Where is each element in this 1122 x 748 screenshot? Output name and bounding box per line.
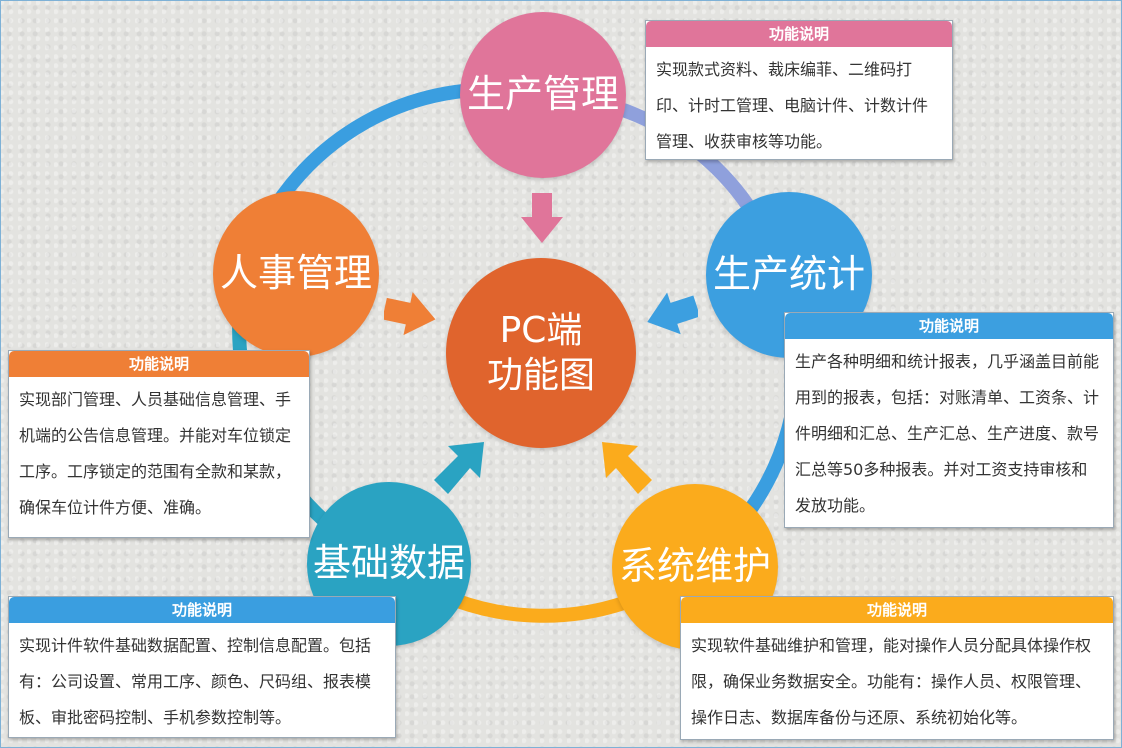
arrow-right [647, 292, 698, 335]
label-production-stats: 生产统计 [712, 252, 865, 297]
info-box-basic-data: 功能说明 实现计件软件基础数据配置、控制信息配置。包括有：公司设置、常用工序、颜… [8, 596, 396, 738]
arrow-bottom-right [602, 442, 652, 494]
info-box-title: 功能说明 [681, 597, 1113, 623]
center-title-line2: 功能图 [486, 355, 595, 396]
info-box-title: 功能说明 [9, 351, 309, 377]
label-basic-data: 基础数据 [312, 541, 465, 586]
arrow-bottom-left [434, 442, 484, 494]
center-title-line1: PC端 [499, 310, 583, 351]
arrow-left [384, 292, 436, 336]
info-box-text: 实现款式资料、裁床编菲、二维码打印、计时工管理、电脑计件、计数计件管理、收获审核… [656, 60, 929, 151]
circle-center: PC端 功能图 [446, 258, 636, 448]
arrow-top [521, 193, 563, 243]
info-box-production-stats: 功能说明 生产各种明细和统计报表，几乎涵盖目前能用到的报表，包括：对账清单、工资… [784, 312, 1114, 528]
label-production-mgmt: 生产管理 [466, 72, 619, 117]
info-box-title: 功能说明 [785, 313, 1113, 339]
info-box-hr-mgmt: 功能说明 实现部门管理、人员基础信息管理、手机端的公告信息管理。并能对车位锁定工… [8, 350, 310, 538]
label-system-maint: 系统维护 [618, 544, 771, 589]
info-box-text: 实现软件基础维护和管理，能对操作人员分配具体操作权限，确保业务数据安全。功能有：… [691, 636, 1092, 727]
info-box-title: 功能说明 [9, 597, 395, 623]
circle-hr-mgmt: 人事管理 [213, 191, 379, 357]
info-box-system-maint: 功能说明 实现软件基础维护和管理，能对操作人员分配具体操作权限，确保业务数据安全… [680, 596, 1114, 740]
info-box-text: 生产各种明细和统计报表，几乎涵盖目前能用到的报表，包括：对账清单、工资条、计件明… [795, 352, 1100, 515]
info-box-text: 实现计件软件基础数据配置、控制信息配置。包括有：公司设置、常用工序、颜色、尺码组… [19, 636, 372, 727]
info-box-title: 功能说明 [646, 21, 952, 47]
info-box-text: 实现部门管理、人员基础信息管理、手机端的公告信息管理。并能对车位锁定工序。工序锁… [19, 390, 292, 517]
circle-production-mgmt: 生产管理 [460, 12, 626, 178]
info-box-production-mgmt: 功能说明 实现款式资料、裁床编菲、二维码打印、计时工管理、电脑计件、计数计件管理… [645, 20, 953, 160]
label-hr-mgmt: 人事管理 [219, 251, 372, 296]
